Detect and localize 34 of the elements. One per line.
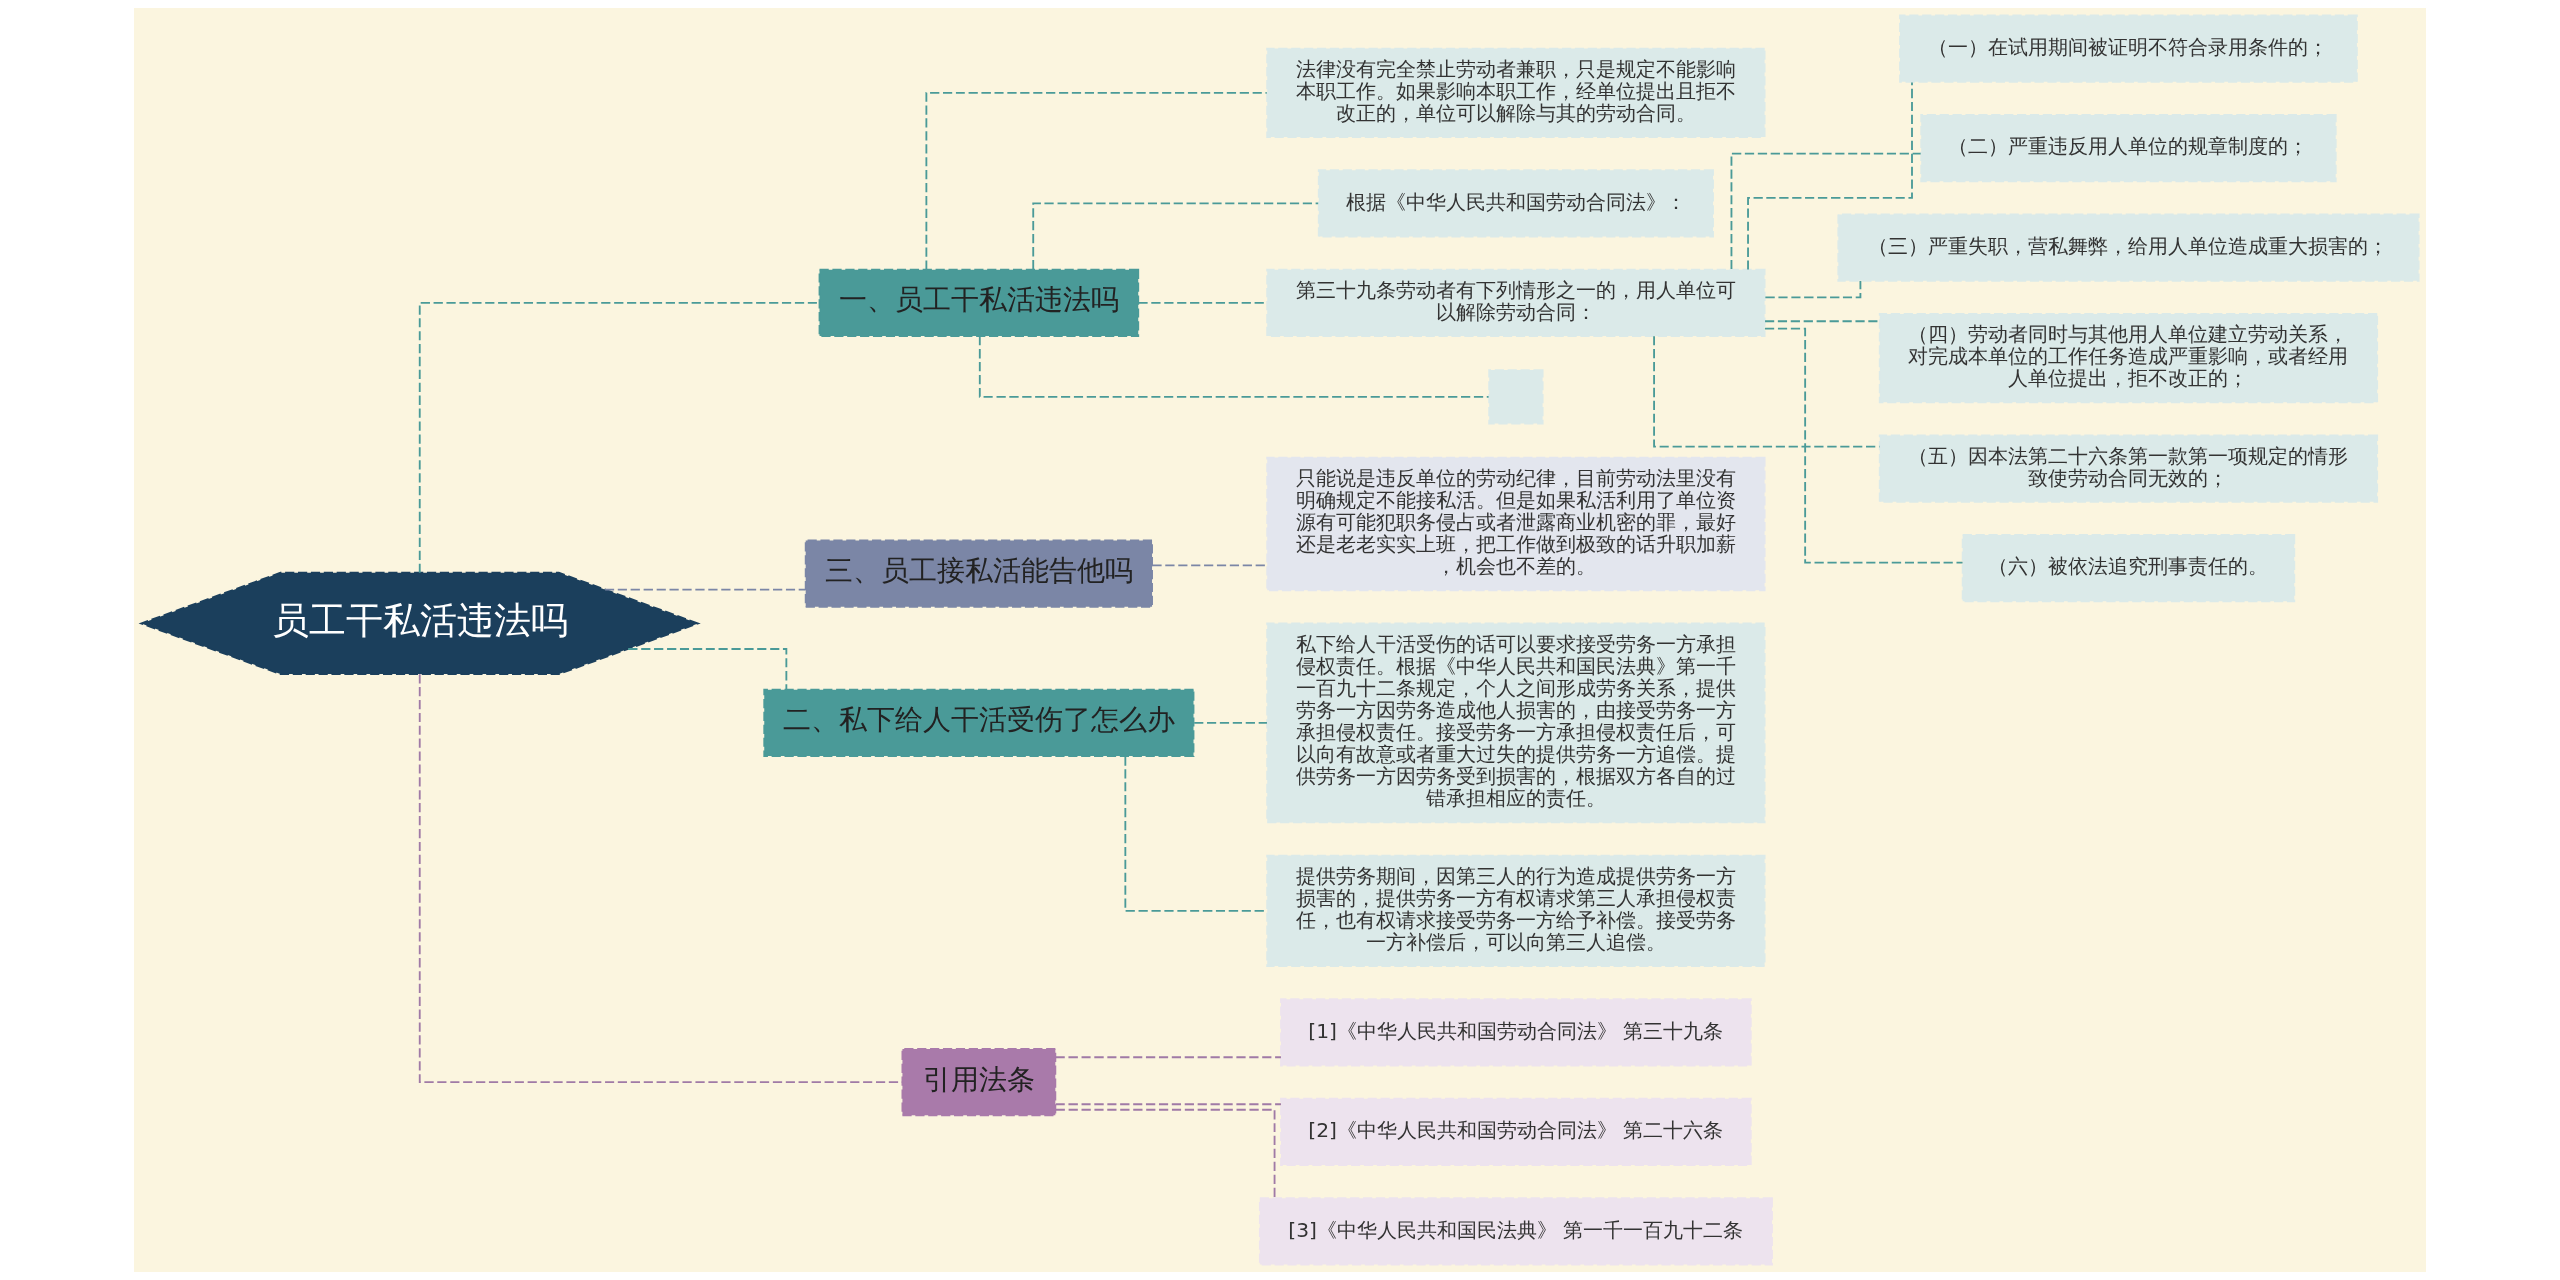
connector [1032, 202, 1320, 271]
node-box: [3]《中华人民共和国民法典》 第一千一百九十二条 [1258, 1197, 1773, 1266]
connector [1054, 1108, 1276, 1200]
node-box: [1]《中华人民共和国劳动合同法》 第三十九条 [1280, 998, 1752, 1067]
node-box: 只能说是违反单位的劳动纪律，目前劳动法里没有明确规定不能接私活。但是如果私活利用了单位资源有可能犯职务侵占或者泄露商业机密的罪，最好还是老老实实上班，把工作做到极致的话升职加薪，机会也不差的。 [1266, 456, 1766, 592]
node-box: 法律没有完全禁止劳动者兼职，只是规定不能影响本职工作。如果影响本职工作，经单位提出且拒不改正的，单位可以解除与其的劳动合同。 [1266, 47, 1766, 138]
connector [627, 648, 788, 691]
connector [1151, 564, 1268, 567]
node-box: 一、员工干私活违法吗 [818, 268, 1140, 337]
node-box: 提供劳务期间，因第三人的行为造成提供劳务一方损害的，提供劳务一方有权请求第三人承担侵权责任，也有权请求接受劳务一方给予补偿。接受劳务一方补偿后，可以向第三人追偿。 [1266, 854, 1766, 967]
connector [925, 91, 1268, 271]
node-box: 引用法条 [901, 1048, 1057, 1117]
connector [1764, 280, 1862, 299]
connector [1054, 1056, 1282, 1059]
node-box: （三）严重失职，营私舞弊，给用人单位造成重大损害的； [1837, 213, 2420, 282]
connector [604, 588, 807, 591]
connector [1730, 152, 1922, 270]
node-box [1488, 369, 1544, 425]
node-box: 三、员工接私活能告他吗 [804, 539, 1153, 608]
connector [1747, 81, 1913, 271]
node-box: 第三十九条劳动者有下列情形之一的，用人单位可以解除劳动合同： [1266, 268, 1766, 337]
node-box: 二、私下给人干活受伤了怎么办 [763, 688, 1195, 757]
connector [1193, 722, 1268, 724]
node-box: （一）在试用期间被证明不符合录用条件的； [1899, 14, 2358, 83]
node-box: （四）劳动者同时与其他用人单位建立劳动关系，对完成本单位的工作任务造成严重影响，或者经用人单位提出，拒不改正的； [1878, 313, 2379, 404]
node-box: （六）被依法追究刑事责任的。 [1961, 534, 2296, 603]
connector [1764, 327, 1964, 564]
node-box: 私下给人干活受伤的话可以要求接受劳务一方承担侵权责任。根据《中华人民共和国民法典》第一千一百九十二条规定，个人之间形成劳务关系，提供劳务一方因劳务造成他人损害的，由接受劳务一方承担侵权责任。接受劳务一方承担侵权责任后，可以向有故意或者重大过失的提供劳务一方追偿。提供劳务一方因劳务受到损害的，根据双方各自的过错承担相应的责任。 [1266, 622, 1766, 824]
node-box: （二）严重违反用人单位的规章制度的； [1920, 114, 2337, 183]
connector [978, 335, 1490, 398]
node-box: 根据《中华人民共和国劳动合同法》： [1317, 169, 1714, 238]
node-box: （五）因本法第二十六条第一款第一项规定的情形致使劳动合同无效的； [1878, 434, 2379, 503]
node-box: [2]《中华人民共和国劳动合同法》 第二十六条 [1280, 1097, 1752, 1166]
connector [1054, 1103, 1282, 1106]
